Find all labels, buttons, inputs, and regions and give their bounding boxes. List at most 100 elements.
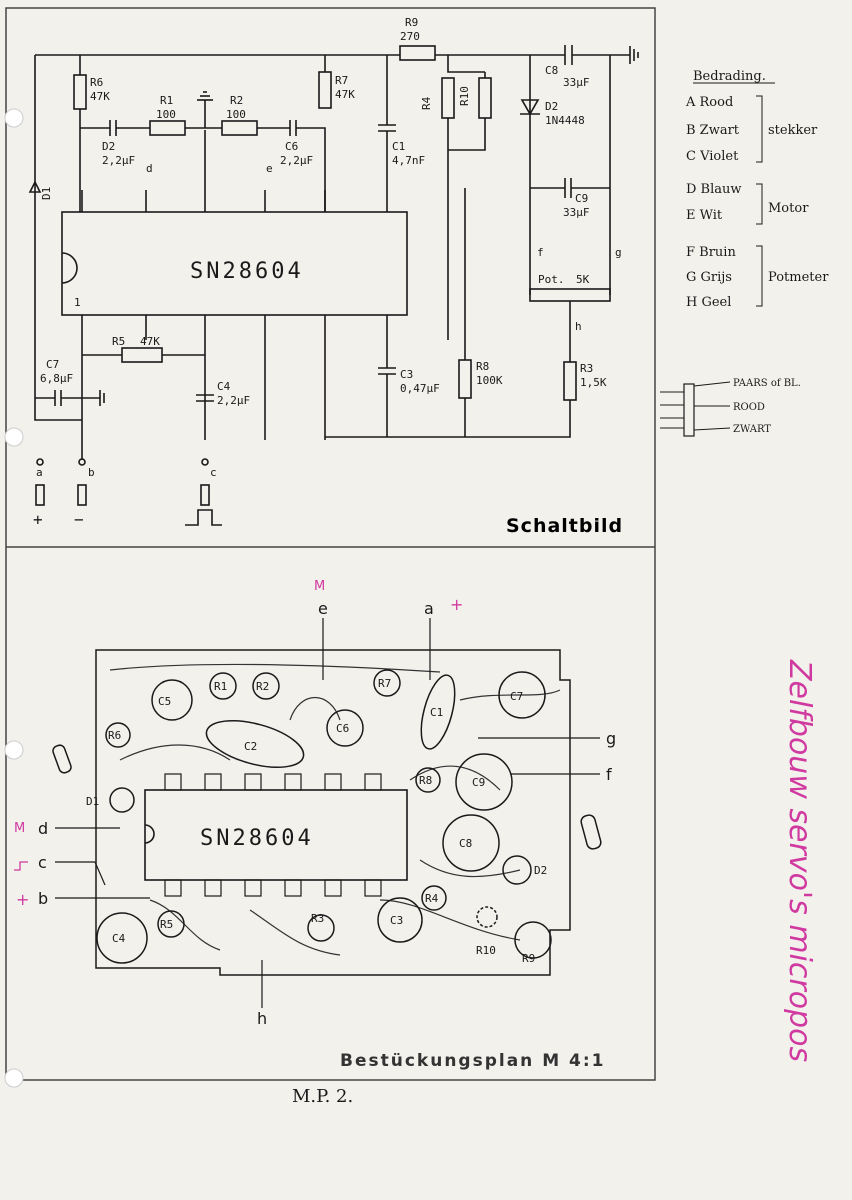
c5-value: 2,2µF — [102, 154, 135, 167]
c1-value: 4,7nF — [392, 154, 425, 167]
r3-ref: R3 — [580, 362, 593, 375]
margin-note: Zelfbouw servo's micropos — [782, 659, 817, 1062]
annotation-m-top: M — [314, 579, 325, 594]
c6-ref: C6 — [285, 140, 298, 153]
c4-value: 2,2µF — [217, 394, 250, 407]
layout-terminal-a: a — [424, 599, 434, 618]
r3-resistor — [563, 361, 577, 401]
c3-value: 0,47µF — [400, 382, 440, 395]
wiring-c: C Violet — [686, 149, 739, 164]
r6-ref: R6 — [90, 76, 103, 89]
connector-sketch — [683, 383, 695, 437]
terminal-d-schematic: d — [146, 162, 153, 175]
wiring-a: A Rood — [685, 95, 733, 110]
part-c9: C9 — [472, 776, 485, 789]
r9-ref: R9 — [405, 16, 418, 29]
wiring-group-stekker: stekker — [768, 123, 818, 138]
r1-value: 100 — [156, 108, 176, 121]
part-d2: D2 — [534, 864, 547, 877]
plus-sign: + — [33, 510, 43, 529]
ic-notch — [61, 252, 78, 284]
schematic-ic-label: SN28604 — [190, 259, 304, 284]
pot-ref: Pot. — [538, 273, 565, 286]
r8-resistor — [458, 359, 472, 399]
r9-resistor — [399, 45, 436, 61]
page-number: M.P. 2. — [292, 1086, 353, 1107]
annotation-plus-left: + — [16, 890, 29, 909]
annotation-m-left: M — [14, 821, 25, 836]
c7-ref: C7 — [46, 358, 59, 371]
r1-resistor — [149, 120, 186, 136]
layout-terminal-c: c — [38, 853, 47, 872]
r5-ref: R5 — [112, 335, 125, 348]
connector-label-1: PAARS of BL. — [733, 378, 801, 389]
d2-ref: D2 — [545, 100, 558, 113]
layout-title: Bestückungsplan M 4:1 — [340, 1051, 606, 1071]
c9-value: 33µF — [563, 206, 590, 219]
terminal-a-schematic: a — [36, 466, 43, 479]
part-r10: R10 — [476, 944, 496, 957]
d1-diode — [28, 180, 42, 193]
layout-ic-label: SN28604 — [200, 826, 314, 851]
wiring-h: H Geel — [686, 295, 731, 310]
terminal-f-schematic: f — [537, 246, 544, 259]
terminal-c-schematic: c — [210, 466, 217, 479]
plug-c — [200, 484, 210, 506]
r7-value: 47K — [335, 88, 355, 101]
part-r2: R2 — [256, 680, 269, 693]
wiring-group-motor: Motor — [768, 201, 809, 216]
layout-terminal-g: g — [606, 729, 616, 748]
layout-terminal-d: d — [38, 819, 48, 838]
layout-terminal-e: e — [318, 599, 328, 618]
r2-resistor — [221, 120, 258, 136]
punch-hole — [4, 740, 24, 760]
r2-value: 100 — [226, 108, 246, 121]
d1-label: D1 — [40, 187, 53, 200]
wiring-group-potmeter: Potmeter — [768, 270, 829, 285]
c4-ref: C4 — [217, 380, 231, 393]
terminal-g-schematic: g — [615, 246, 622, 259]
plug-b — [77, 484, 87, 506]
r8-ref: R8 — [476, 360, 489, 373]
part-r4: R4 — [425, 892, 439, 905]
c5-ref: D2 — [102, 140, 115, 153]
r6-resistor — [73, 74, 87, 110]
potentiometer — [529, 288, 611, 302]
schematic-title: Schaltbild — [506, 515, 623, 537]
part-r3: R3 — [311, 912, 324, 925]
r4-resistor — [441, 77, 455, 119]
terminal-b-dot — [78, 458, 86, 466]
wiring-title: Bedrading. — [693, 69, 766, 84]
c6-value: 2,2µF — [280, 154, 313, 167]
r5-resistor — [121, 347, 163, 363]
minus-sign: − — [74, 510, 84, 529]
part-c6: C6 — [336, 722, 349, 735]
layout-plan: SN28604 — [14, 579, 616, 1071]
r10-label: R10 — [458, 86, 471, 106]
wiring-b: B Zwart — [686, 123, 740, 138]
c1-ref: C1 — [392, 140, 405, 153]
c8-ref: C8 — [545, 64, 558, 77]
connector-label-2: ROOD — [733, 402, 765, 413]
page-frame — [5, 7, 656, 1081]
r10-resistor — [478, 77, 492, 119]
part-c4: C4 — [112, 932, 126, 945]
c9-ref: C9 — [575, 192, 588, 205]
part-c3: C3 — [390, 914, 403, 927]
wiring-legend: Bedrading. A Rood B Zwart C Violet stekk… — [660, 69, 829, 437]
r4-label: R4 — [420, 96, 433, 110]
r1-ref: R1 — [160, 94, 173, 107]
wiring-d: D Blauw — [686, 182, 742, 197]
part-c7: C7 — [510, 690, 523, 703]
c7-value: 6,8µF — [40, 372, 73, 385]
punch-hole — [4, 1068, 24, 1088]
d2-value: 1N4448 — [545, 114, 585, 127]
wiring-e: E Wit — [686, 208, 723, 223]
r3-value: 1,5K — [580, 376, 607, 389]
part-r9: R9 — [522, 952, 535, 965]
part-d1: D1 — [86, 795, 99, 808]
part-r7: R7 — [378, 677, 391, 690]
annotation-pulse — [14, 861, 28, 871]
layout-terminal-f: f — [606, 765, 612, 784]
